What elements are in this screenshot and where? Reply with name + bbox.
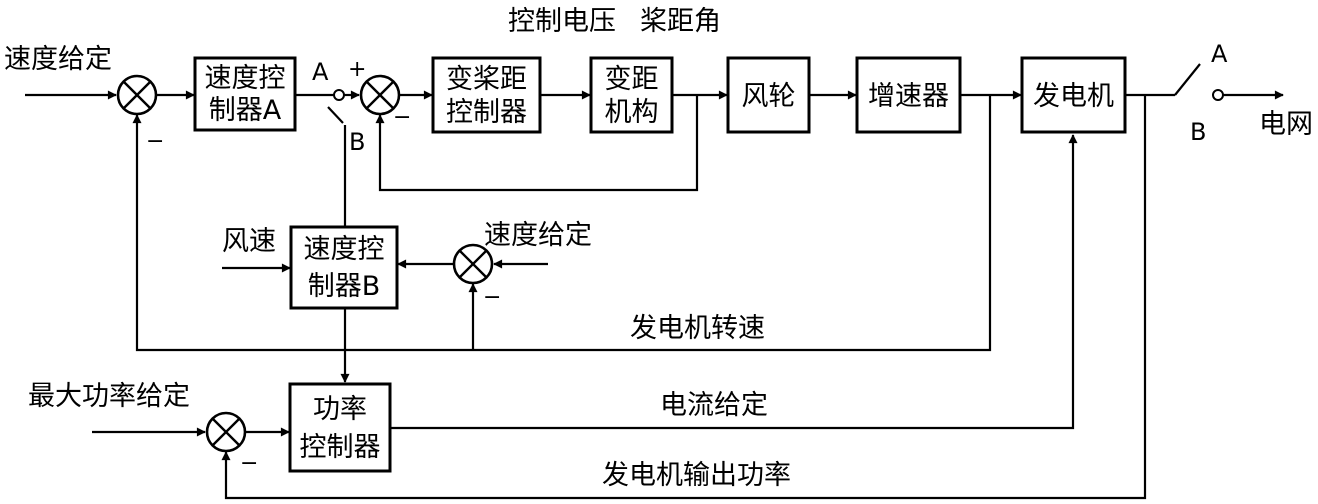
switch-2-position-a: A: [1211, 40, 1228, 68]
speed-b-sum-minus-sign: −: [483, 285, 501, 310]
speed-sum-minus-sign: −: [146, 129, 164, 154]
pitch-sum-plus-sign: +: [348, 57, 366, 82]
switch-1-position-a: A: [312, 58, 329, 86]
title-pitch-angle: 桨距角: [640, 6, 721, 37]
switch-2-blade: [1174, 63, 1201, 96]
pitch-mechanism-label-2: 机构: [605, 97, 659, 128]
current-reference-wire: [390, 134, 1078, 430]
summing-junction-pitch: [359, 74, 401, 116]
current-reference-label: 电流给定: [660, 390, 768, 421]
pitch-mechanism-label-1: 变距: [605, 64, 659, 95]
speed-controller-b-label-1: 速度控: [304, 234, 385, 265]
generator-speed-label: 发电机转速: [630, 313, 765, 344]
output-power-feedback-wire: [221, 95, 1147, 500]
max-power-reference-label: 最大功率给定: [28, 381, 190, 412]
switch-1-position-b: B: [349, 128, 365, 156]
switch-2-position-b: B: [1190, 118, 1206, 146]
generator-output-power-label: 发电机输出功率: [602, 460, 791, 491]
title-control-voltage: 控制电压: [508, 6, 616, 37]
switch-1-contact-a: [333, 89, 345, 101]
summing-junction-power: [205, 411, 247, 453]
pitch-controller-label-2: 控制器: [446, 97, 527, 128]
speed-controller-b-label-2: 制器B: [308, 271, 381, 302]
power-sum-minus-sign: −: [240, 451, 258, 476]
speed-controller-b-block: 速度控 制器B: [289, 225, 399, 310]
speed-controller-a-label-2: 制器A: [209, 95, 282, 126]
switch-2-contact: [1212, 89, 1224, 101]
gearbox-label: 增速器: [868, 81, 949, 112]
power-controller-block: 功率 控制器: [288, 382, 392, 473]
generator-block: 发电机: [1020, 56, 1127, 134]
gearbox-block: 增速器: [855, 56, 962, 134]
speed-reference-label: 速度给定: [4, 44, 112, 75]
speed-controller-a-block: 速度控 制器A: [193, 56, 297, 132]
power-controller-label-1: 功率: [313, 394, 367, 425]
pitch-feedback-wire: [375, 95, 699, 192]
rotor-label: 风轮: [742, 81, 796, 112]
wind-speed-label: 风速: [222, 226, 276, 257]
generator-label: 发电机: [1033, 81, 1114, 112]
summing-junction-speed-b: [452, 243, 494, 285]
pitch-mechanism-block: 变距 机构: [589, 56, 674, 134]
pitch-controller-block: 变桨距 控制器: [431, 56, 542, 134]
speed-controller-a-label-1: 速度控: [205, 63, 286, 94]
grid-label: 电网: [1259, 109, 1313, 140]
power-controller-label-2: 控制器: [300, 432, 381, 463]
pitch-sum-minus-sign: −: [393, 105, 411, 130]
switch-1-blade: [327, 106, 344, 124]
summing-junction-speed: [116, 74, 158, 116]
generator-speed-feedback-wire: [132, 95, 992, 352]
pitch-controller-label-1: 变桨距: [446, 64, 527, 95]
speed-reference-b-label: 速度给定: [484, 220, 592, 251]
rotor-block: 风轮: [726, 56, 811, 134]
